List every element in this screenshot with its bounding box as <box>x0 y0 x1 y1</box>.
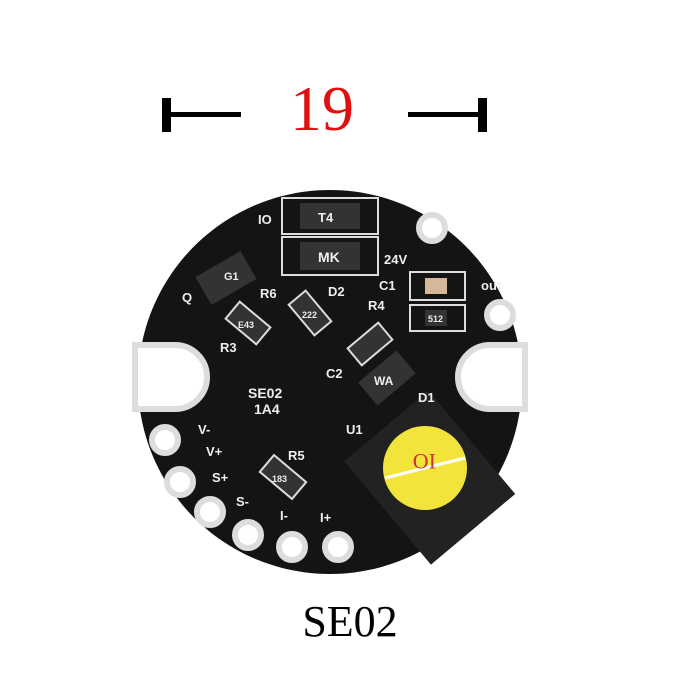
label-d2: D2 <box>328 284 345 299</box>
ic-sticker: IO <box>383 426 467 510</box>
label-222: 222 <box>302 310 317 320</box>
label-u1: U1 <box>346 422 363 437</box>
label-e43: E43 <box>238 320 254 330</box>
sticker-label: IO <box>413 449 436 474</box>
label-512: 512 <box>428 314 443 324</box>
label-q: Q <box>182 290 192 305</box>
label-g1: G1 <box>224 271 239 283</box>
label-c1: C1 <box>379 278 396 293</box>
label-24v: 24V <box>384 252 407 267</box>
label-mk: MK <box>318 249 340 265</box>
label-s-plus: S+ <box>212 470 229 485</box>
label-out: out <box>481 278 502 293</box>
label-wa: WA <box>374 374 394 388</box>
mounting-slot-left <box>132 342 210 412</box>
label-i-minus: I- <box>280 508 288 523</box>
dimension-label: 19 <box>290 73 354 144</box>
board-model: SE02 <box>248 385 282 401</box>
label-v-plus: V+ <box>206 444 223 459</box>
label-s-minus: S- <box>236 494 249 509</box>
label-r3: R3 <box>220 340 237 355</box>
label-io: IO <box>258 212 272 227</box>
board-revision: 1A4 <box>254 401 280 417</box>
label-i-plus: I+ <box>320 510 332 525</box>
label-c2: C2 <box>326 366 343 381</box>
mounting-slot-right <box>455 342 528 412</box>
label-v-minus: V- <box>198 422 210 437</box>
label-r4: R4 <box>368 298 385 313</box>
label-r6: R6 <box>260 286 277 301</box>
product-caption: SE02 <box>302 597 398 646</box>
dimension-arrows <box>162 98 487 132</box>
label-t4: T4 <box>318 210 334 225</box>
label-183: 183 <box>272 474 287 484</box>
label-r5: R5 <box>288 448 305 463</box>
label-d1: D1 <box>418 390 435 405</box>
solder-pads <box>149 212 516 563</box>
